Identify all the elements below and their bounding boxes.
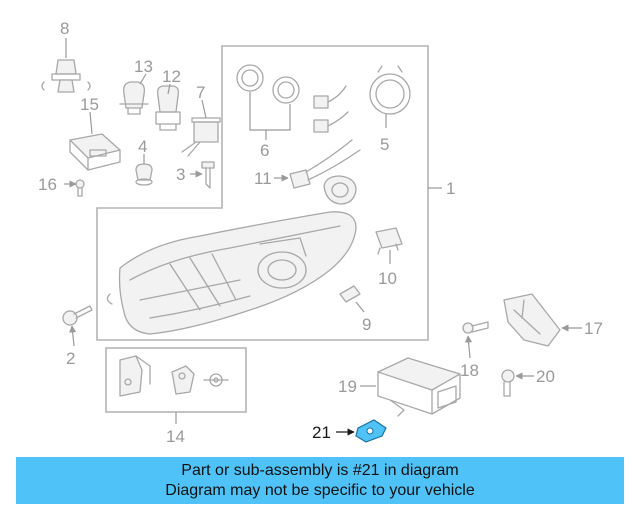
bulb-h7-part-8[interactable] <box>41 59 91 93</box>
control-module-part-15[interactable] <box>69 133 121 171</box>
leader-6 <box>249 92 291 140</box>
bolt-part-20[interactable] <box>501 369 515 397</box>
callout-3: 3 <box>176 165 185 184</box>
headlamp-housing[interactable] <box>106 211 357 335</box>
clip-part-21-highlighted[interactable] <box>355 419 387 443</box>
callout-15: 15 <box>80 95 99 114</box>
wire-harness-connectors[interactable] <box>313 85 349 133</box>
screw-part-3[interactable] <box>201 161 215 189</box>
callout-6: 6 <box>260 141 269 160</box>
connector-part-10[interactable] <box>375 227 403 255</box>
screw-part-2[interactable] <box>62 305 93 326</box>
seal-ring-part-6[interactable] <box>236 64 300 104</box>
bulb-part-12[interactable] <box>155 85 181 131</box>
socket-part-7[interactable] <box>181 117 221 157</box>
parts-diagram: 8 13 12 7 15 4 3 16 6 5 11 1 10 9 2 14 1… <box>38 19 603 446</box>
callout-1: 1 <box>446 179 455 198</box>
callout-18: 18 <box>460 361 479 380</box>
grommet-part-4[interactable] <box>135 163 153 186</box>
callout-13: 13 <box>134 57 153 76</box>
clip-part-9[interactable] <box>339 285 361 303</box>
callout-14: 14 <box>166 427 185 446</box>
info-banner: Part or sub-assembly is #21 in diagram D… <box>16 457 624 504</box>
leader-12 <box>167 83 171 95</box>
wedge-bulb-part-13[interactable] <box>119 81 149 115</box>
callout-7: 7 <box>196 83 205 102</box>
banner-line-2: Diagram may not be specific to your vehi… <box>165 482 475 499</box>
callout-11: 11 <box>254 169 272 188</box>
callout-16: 16 <box>38 175 57 194</box>
harness-bulb-part-11[interactable] <box>289 139 361 189</box>
bulb-socket[interactable] <box>323 175 357 205</box>
bolt-part-18[interactable] <box>462 321 489 334</box>
bolt-part-16[interactable] <box>75 179 85 197</box>
leader-9 <box>355 301 365 313</box>
callout-8: 8 <box>60 19 69 38</box>
leader-15 <box>89 111 93 135</box>
callout-10: 10 <box>378 269 397 288</box>
ballast-module-part-19[interactable] <box>377 357 461 417</box>
callout-20: 20 <box>536 367 555 386</box>
leader-18 <box>465 335 473 359</box>
callout-4: 4 <box>138 137 147 156</box>
headlamp-assembly-box <box>96 45 429 341</box>
leader-7 <box>201 99 207 119</box>
callout-5: 5 <box>380 135 389 154</box>
callout-17: 17 <box>584 319 603 338</box>
banner-line-1: Part or sub-assembly is #21 in diagram <box>181 462 459 479</box>
callout-12: 12 <box>162 67 181 86</box>
leader-13 <box>139 73 147 85</box>
callout-2: 2 <box>66 349 75 368</box>
bracket-part-17[interactable] <box>503 293 561 347</box>
callout-21[interactable]: 21 <box>312 423 331 442</box>
callout-9: 9 <box>362 315 371 334</box>
bracket-kit-part-14[interactable] <box>119 355 229 397</box>
leader-2 <box>69 325 77 347</box>
callout-19: 19 <box>338 377 357 396</box>
cover-cap-part-5[interactable] <box>369 65 411 115</box>
